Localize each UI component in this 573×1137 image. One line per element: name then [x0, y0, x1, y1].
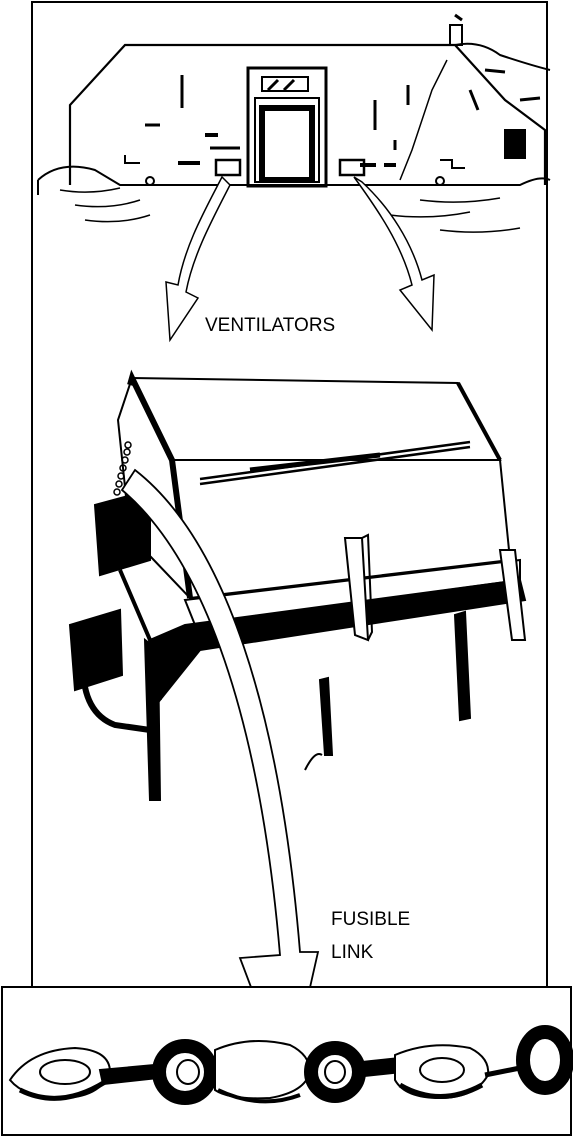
- fusible-label-line1: FUSIBLE: [331, 909, 410, 930]
- ventilator-right-box: [340, 160, 364, 175]
- ventilators-label: VENTILATORS: [205, 315, 335, 336]
- ventilator-left-box: [216, 160, 240, 175]
- fusible-label-line2: LINK: [331, 942, 374, 963]
- bunker-building: [38, 15, 550, 232]
- ventilator-unit: [70, 378, 525, 800]
